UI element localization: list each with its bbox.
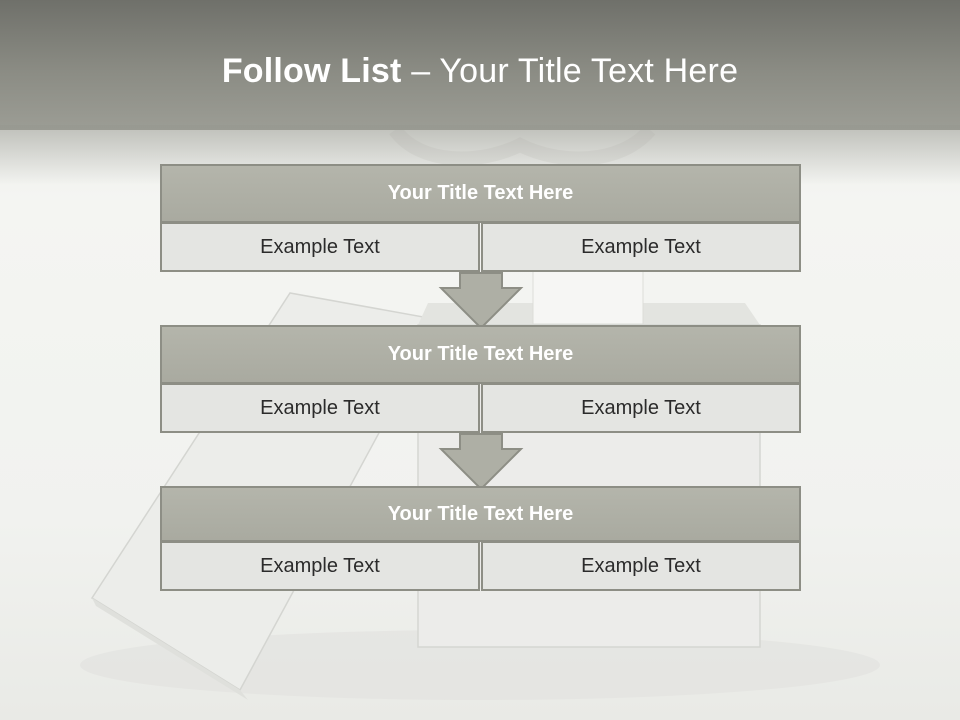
block-cell-left: Example Text xyxy=(160,383,480,433)
block-title: Your Title Text Here xyxy=(160,164,801,223)
block-cell-right: Example Text xyxy=(481,541,801,591)
block-cell-right: Example Text xyxy=(481,383,801,433)
slide-title-rest: – Your Title Text Here xyxy=(401,52,739,90)
block-cell-right: Example Text xyxy=(481,222,801,272)
block-cell-left: Example Text xyxy=(160,541,480,591)
block-title: Your Title Text Here xyxy=(160,486,801,542)
slide-title-bold: Follow List xyxy=(221,52,402,90)
slide-title: Follow List – Your Title Text Here xyxy=(0,52,960,91)
block-cell-left: Example Text xyxy=(160,222,480,272)
block-title: Your Title Text Here xyxy=(160,325,801,384)
down-arrow-icon xyxy=(438,433,524,491)
down-arrow-icon xyxy=(438,272,524,330)
title-bar xyxy=(0,0,960,130)
